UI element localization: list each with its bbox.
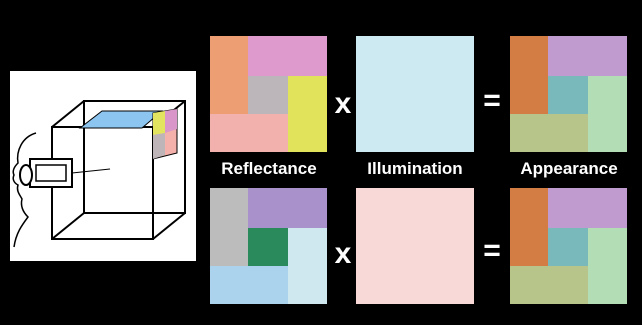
top-reflectance-gray bbox=[248, 76, 288, 114]
times-operator: x bbox=[334, 87, 352, 120]
wall-panel-pink bbox=[165, 109, 177, 133]
bottom-reflectance-lightcyan bbox=[288, 228, 327, 304]
viewer-drawing bbox=[12, 100, 186, 248]
top-appearance-teal bbox=[548, 76, 588, 114]
top-reflectance-salmon bbox=[210, 114, 288, 152]
wall-panel-gray bbox=[153, 133, 165, 159]
times-operator-bottom: x bbox=[334, 237, 352, 270]
top-illumination-swatch bbox=[356, 36, 474, 152]
bottom-appearance-purple bbox=[548, 188, 627, 228]
bottom-reflectance-purple bbox=[248, 188, 327, 228]
camera-viewer-illustration bbox=[10, 71, 196, 261]
eyepiece bbox=[19, 164, 33, 186]
bottom-appearance-swatch bbox=[510, 188, 627, 304]
top-reflectance-yellow bbox=[288, 76, 327, 152]
top-reflectance-orange bbox=[210, 36, 248, 114]
equals-operator: = bbox=[483, 84, 501, 117]
bottom-reflectance-gray bbox=[210, 188, 248, 266]
box-edge bbox=[152, 212, 186, 240]
light-source-patch bbox=[78, 110, 164, 129]
top-appearance-green bbox=[588, 76, 627, 152]
appearance-label: Appearance bbox=[520, 159, 618, 178]
box-edge bbox=[51, 212, 85, 240]
bottom-appearance-teal bbox=[548, 228, 588, 266]
bottom-appearance-orange bbox=[510, 188, 548, 266]
bottom-appearance-olive bbox=[510, 266, 588, 304]
illumination-label: Illumination bbox=[367, 159, 463, 178]
bottom-illumination-swatch bbox=[356, 188, 474, 304]
tube-inner bbox=[35, 164, 67, 182]
bottom-reflectance-swatch bbox=[210, 188, 327, 304]
top-appearance-olive bbox=[510, 114, 588, 152]
wall-panel-yellow bbox=[153, 111, 165, 135]
sight-line bbox=[71, 168, 111, 174]
top-appearance-swatch bbox=[510, 36, 627, 152]
top-reflectance-pink bbox=[248, 36, 327, 76]
bottom-reflectance-skyblue bbox=[210, 266, 288, 304]
face-profile bbox=[12, 132, 37, 248]
box-edge bbox=[51, 100, 85, 128]
top-reflectance-swatch bbox=[210, 36, 327, 152]
equals-operator-bottom: = bbox=[483, 234, 501, 267]
top-appearance-orange bbox=[510, 36, 548, 114]
bottom-reflectance-green bbox=[248, 228, 288, 266]
top-appearance-purple bbox=[548, 36, 627, 76]
reflectance-label: Reflectance bbox=[221, 159, 317, 178]
bottom-appearance-green bbox=[588, 228, 627, 304]
